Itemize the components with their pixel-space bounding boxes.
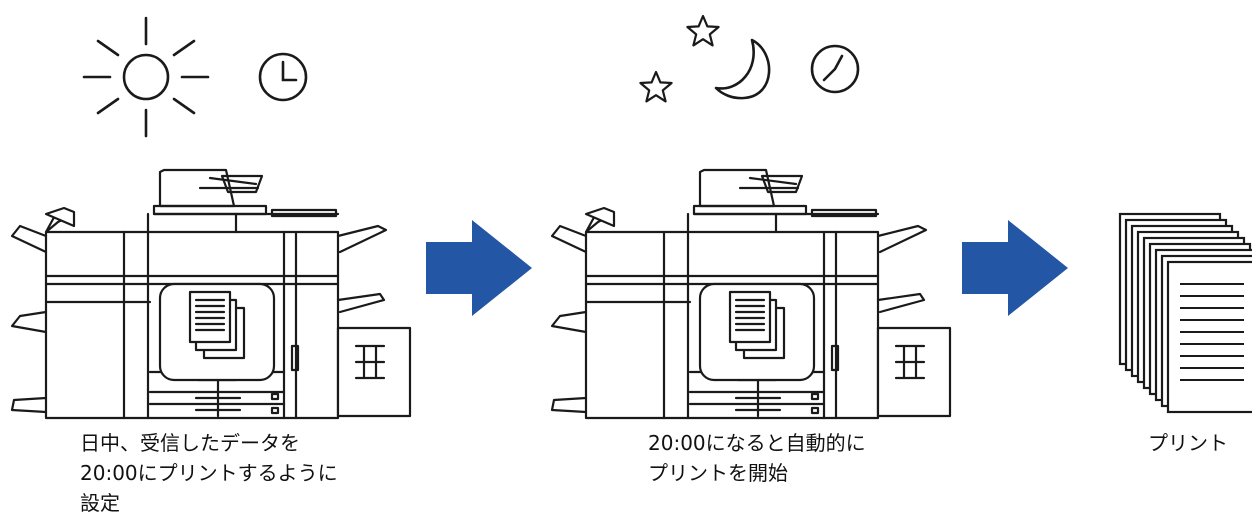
sun-icon bbox=[82, 16, 210, 138]
moon-icon bbox=[714, 38, 771, 100]
caption-line: 20:00になると自動的に bbox=[648, 431, 866, 455]
caption-line: 20:00にプリントするように bbox=[80, 461, 338, 485]
star-icon bbox=[639, 70, 673, 103]
printer-icon bbox=[550, 168, 952, 420]
caption-line: 設定 bbox=[80, 491, 120, 515]
right-arrow-icon bbox=[962, 220, 1068, 316]
star-icon bbox=[686, 14, 720, 47]
caption-line: プリント bbox=[1148, 431, 1228, 455]
clock-icon bbox=[810, 44, 860, 94]
caption-line: プリントを開始 bbox=[648, 461, 788, 485]
printer-icon bbox=[10, 168, 412, 420]
caption-step-1: 日中、受信したデータを 20:00にプリントするように 設定 bbox=[80, 428, 338, 518]
caption-step-3: プリント bbox=[1148, 428, 1228, 458]
clock-icon bbox=[258, 52, 308, 102]
caption-step-2: 20:00になると自動的に プリントを開始 bbox=[648, 428, 866, 488]
caption-line: 日中、受信したデータを bbox=[80, 431, 300, 455]
document-stack-icon bbox=[1118, 212, 1252, 414]
right-arrow-icon bbox=[426, 220, 532, 316]
